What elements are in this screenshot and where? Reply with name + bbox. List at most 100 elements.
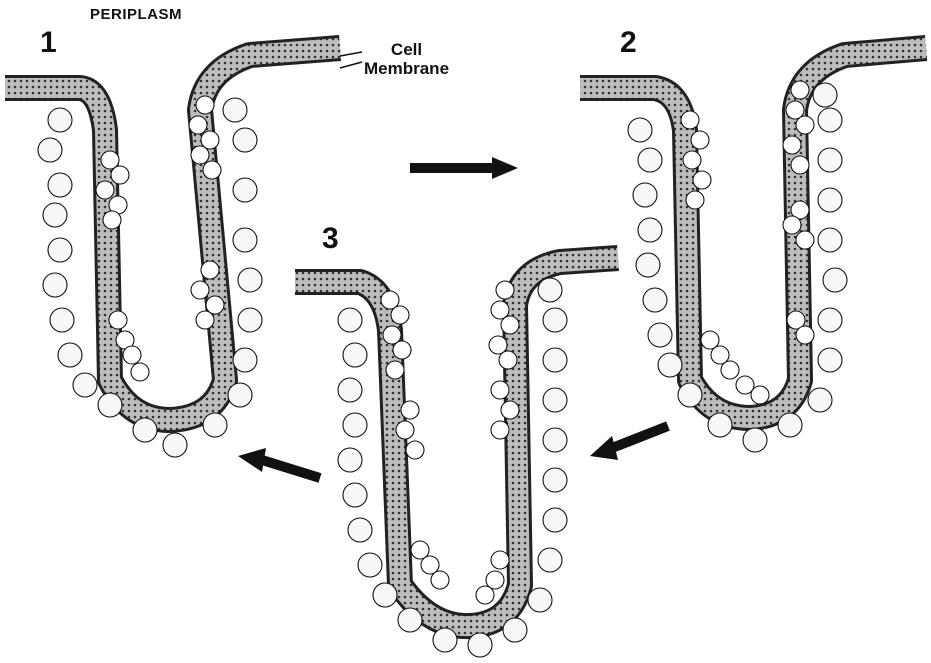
arrow-2-to-3 — [590, 426, 668, 460]
periplasmic-particle — [228, 383, 252, 407]
periplasmic-particle — [543, 308, 567, 332]
membrane-vesicle — [131, 363, 149, 381]
membrane-vesicle — [396, 421, 414, 439]
membrane-vesicle — [203, 161, 221, 179]
membrane-vesicle — [393, 341, 411, 359]
periplasmic-particle — [223, 98, 247, 122]
membrane-vesicle — [721, 361, 739, 379]
membrane-vesicle — [501, 316, 519, 334]
panel-2-membrane-outer — [580, 48, 926, 418]
membrane-vesicle — [191, 146, 209, 164]
membrane-vesicle — [751, 386, 769, 404]
periplasmic-particle — [818, 148, 842, 172]
membrane-vesicle — [196, 96, 214, 114]
arrow-1-to-2 — [410, 157, 518, 179]
periplasmic-particle — [628, 118, 652, 142]
cell-membrane-label-line2: Membrane — [364, 59, 449, 78]
panel-1-number: 1 — [40, 26, 57, 60]
membrane-vesicle — [401, 401, 419, 419]
membrane-vesicle — [496, 281, 514, 299]
periplasmic-particle — [636, 253, 660, 277]
membrane-vesicle — [796, 326, 814, 344]
membrane-vesicle — [491, 551, 509, 569]
membrane-vesicle — [196, 311, 214, 329]
panel-1-membrane-outer — [5, 48, 340, 420]
membrane-vesicle — [189, 116, 207, 134]
periplasmic-particle — [818, 228, 842, 252]
periplasmic-particle — [338, 308, 362, 332]
periplasmic-particle — [398, 608, 422, 632]
periplasmic-particle — [538, 548, 562, 572]
periplasmic-particle — [338, 378, 362, 402]
periplasmic-particle — [708, 413, 732, 437]
membrane-vesicle — [681, 111, 699, 129]
periplasmic-particle — [468, 633, 492, 657]
periplasmic-particle — [818, 308, 842, 332]
periplasmic-particle — [678, 383, 702, 407]
membrane-vesicle — [111, 166, 129, 184]
membrane-vesicle — [691, 131, 709, 149]
panel-2-invagination — [580, 48, 926, 452]
periplasmic-particle — [48, 238, 72, 262]
membrane-vesicle — [491, 421, 509, 439]
panel-3-invagination — [295, 258, 618, 657]
periplasmic-particle — [658, 353, 682, 377]
periplasmic-particle — [818, 188, 842, 212]
membrane-vesicle — [501, 401, 519, 419]
membrane-vesicle — [683, 151, 701, 169]
cell-membrane-label-line1: Cell — [364, 40, 449, 59]
periplasmic-particle — [38, 138, 62, 162]
periplasmic-particle — [48, 108, 72, 132]
periplasmic-particle — [233, 128, 257, 152]
membrane-vesicle — [386, 361, 404, 379]
periplasmic-particle — [163, 433, 187, 457]
membrane-vesicle — [431, 571, 449, 589]
periplasmic-particle — [743, 428, 767, 452]
membrane-vesicle — [791, 156, 809, 174]
membrane-vesicle — [783, 136, 801, 154]
panel-3-periplasm-particles — [338, 278, 567, 657]
periplasmic-particle — [43, 203, 67, 227]
membrane-vesicle — [123, 346, 141, 364]
periplasmic-particle — [50, 308, 74, 332]
panel-1-invagination — [5, 48, 340, 457]
periplasmic-particle — [233, 348, 257, 372]
membrane-vesicle — [796, 231, 814, 249]
panel-1-membrane-core — [5, 48, 340, 420]
membrane-vesicle — [686, 191, 704, 209]
panel-2-number: 2 — [620, 26, 637, 60]
periplasmic-particle — [48, 173, 72, 197]
periplasmic-particle — [203, 413, 227, 437]
periplasmic-particle — [633, 183, 657, 207]
periplasmic-particle — [808, 388, 832, 412]
panel-3-number: 3 — [322, 222, 339, 256]
periplasm-label: PERIPLASM — [90, 6, 182, 23]
membrane-vesicle — [783, 216, 801, 234]
periplasmic-particle — [73, 373, 97, 397]
periplasmic-particle — [543, 428, 567, 452]
periplasmic-particle — [503, 618, 527, 642]
membrane-vesicle — [391, 306, 409, 324]
periplasmic-particle — [643, 288, 667, 312]
periplasmic-particle — [343, 483, 367, 507]
cell-membrane-label: Cell Membrane — [364, 40, 449, 78]
periplasmic-particle — [358, 553, 382, 577]
periplasmic-particle — [778, 413, 802, 437]
periplasmic-particle — [238, 268, 262, 292]
periplasmic-particle — [348, 518, 372, 542]
periplasmic-particle — [233, 178, 257, 202]
periplasmic-particle — [343, 343, 367, 367]
panel-2-periplasm-particles — [628, 83, 847, 452]
periplasmic-particle — [233, 228, 257, 252]
membrane-vesicle — [109, 311, 127, 329]
periplasmic-particle — [543, 508, 567, 532]
membrane-vesicle — [476, 586, 494, 604]
periplasmic-particle — [338, 448, 362, 472]
periplasmic-particle — [818, 108, 842, 132]
periplasmic-particle — [433, 628, 457, 652]
membrane-vesicle — [796, 116, 814, 134]
periplasmic-particle — [543, 468, 567, 492]
periplasmic-particle — [58, 343, 82, 367]
periplasmic-particle — [543, 348, 567, 372]
